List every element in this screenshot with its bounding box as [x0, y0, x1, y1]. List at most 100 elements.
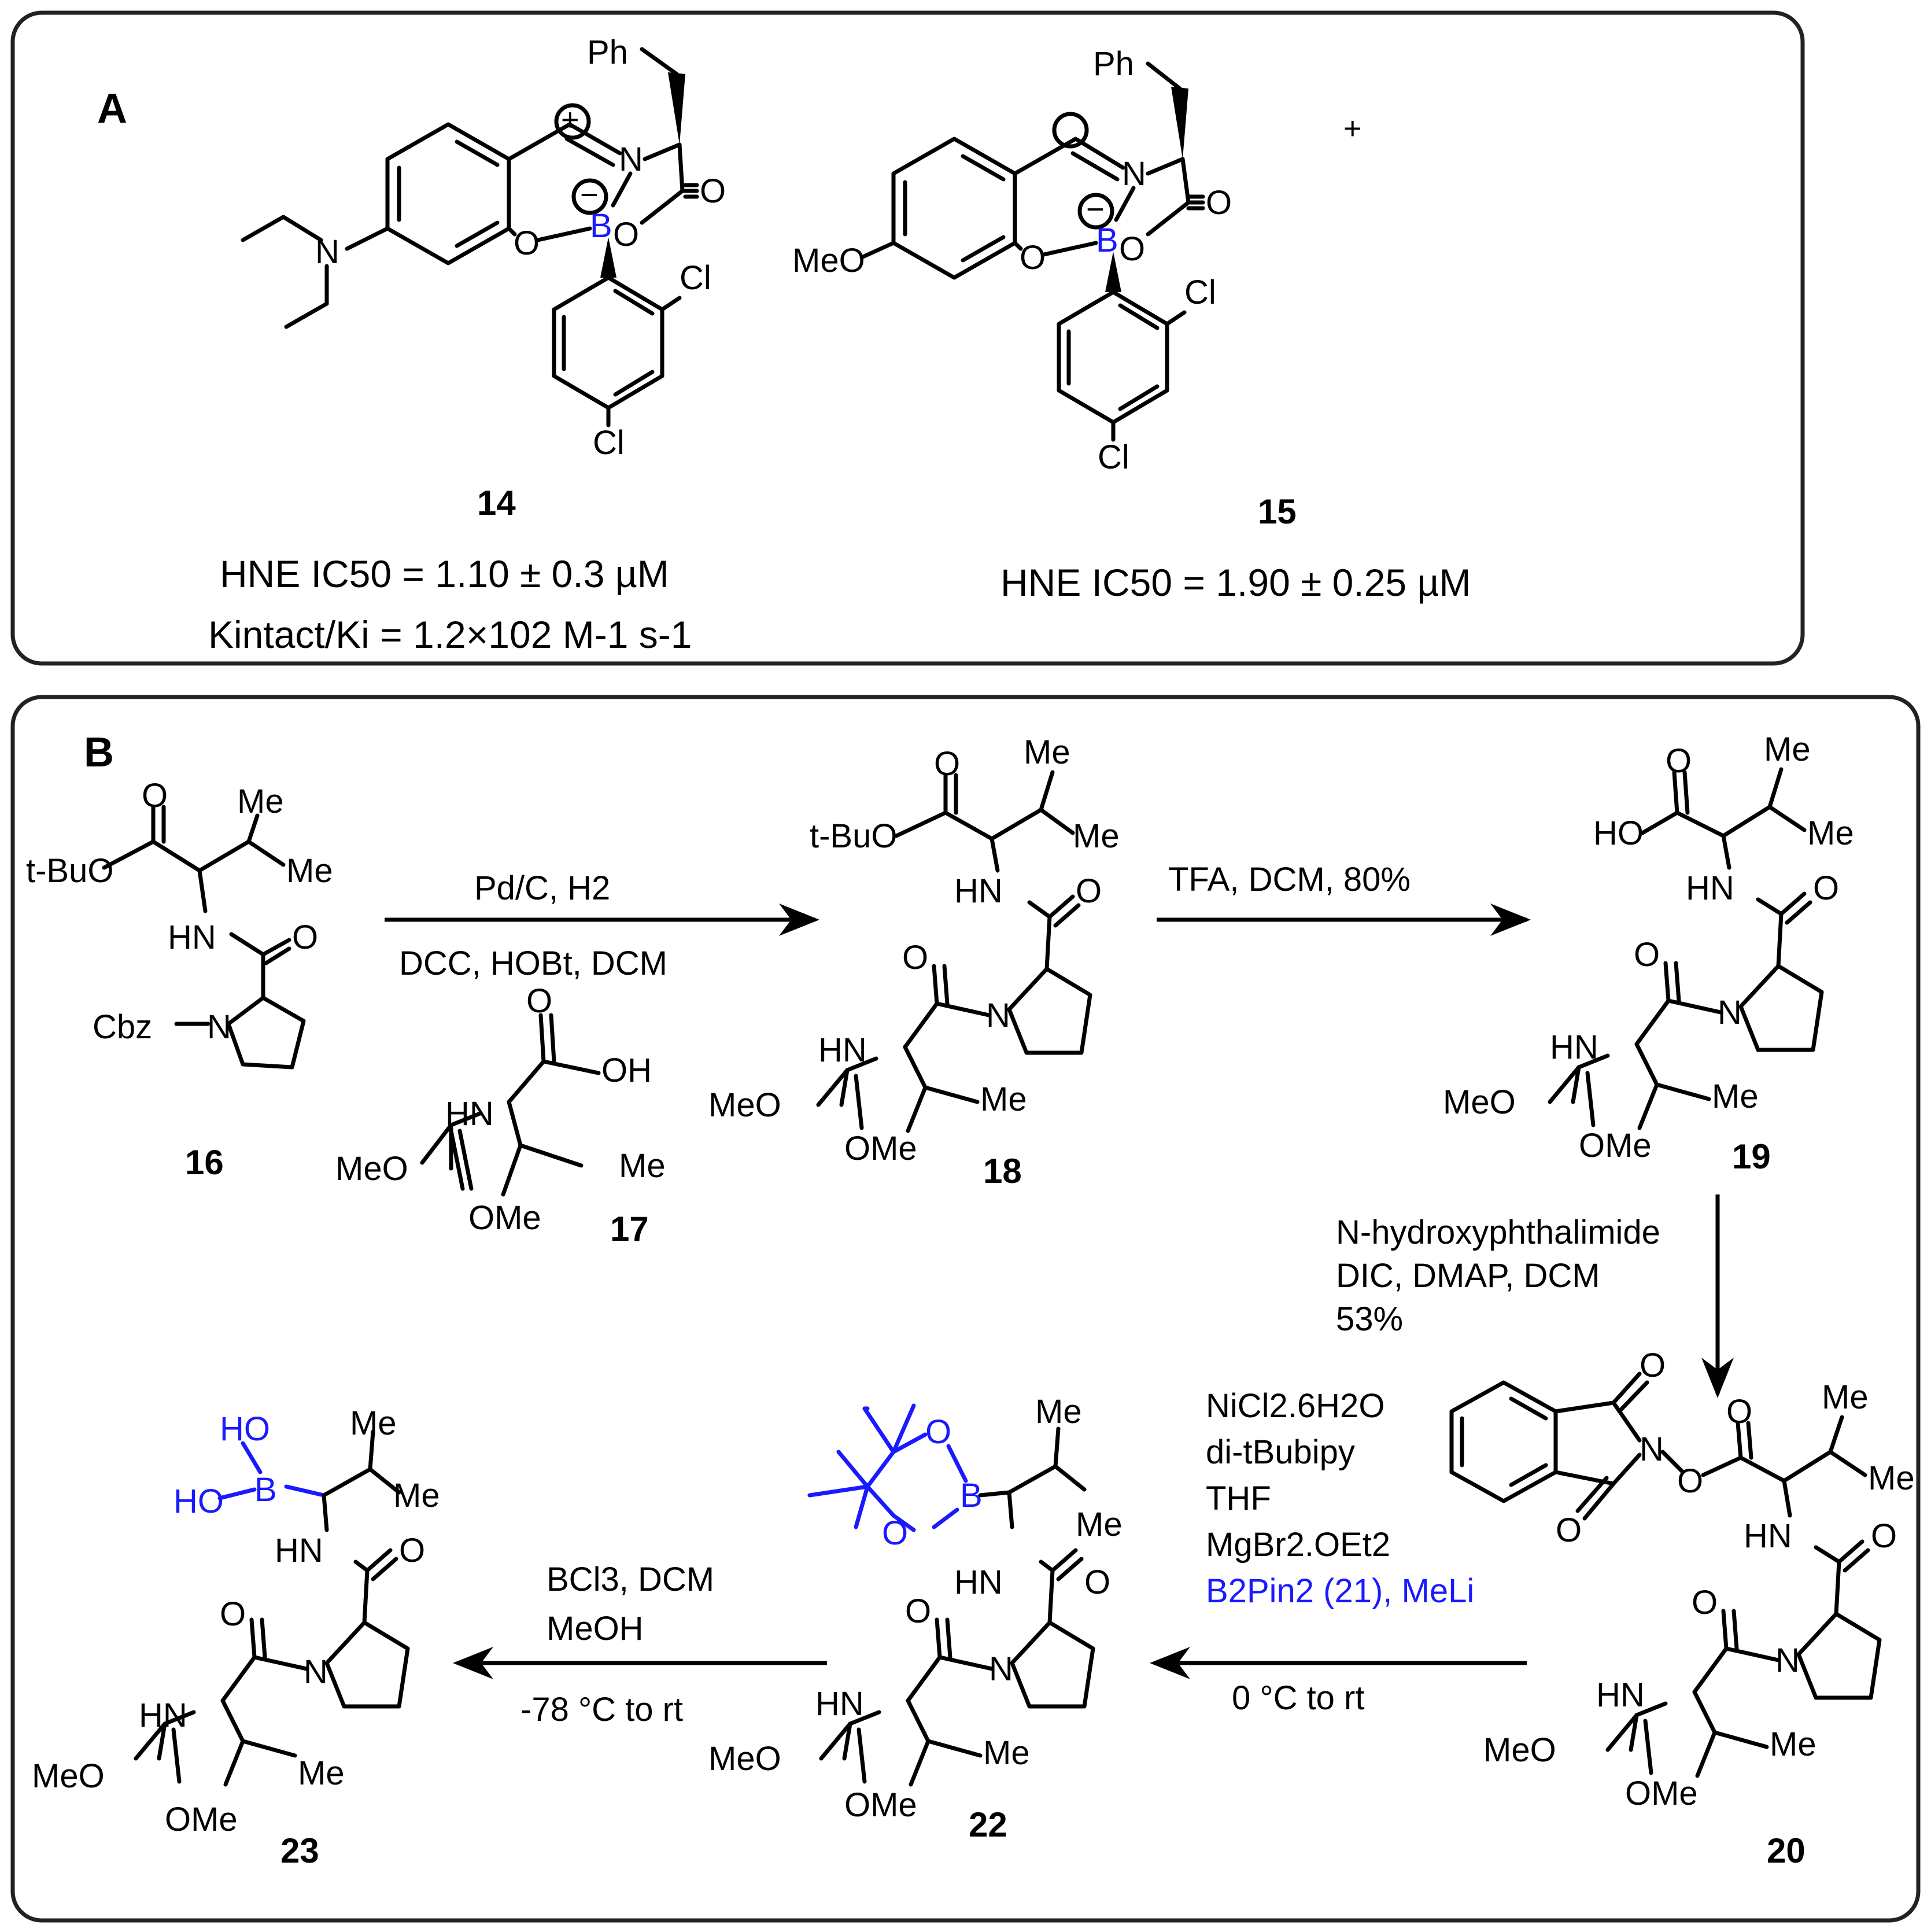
compound-14-number: 14: [477, 484, 516, 522]
compound-20-o-top: O: [1640, 1347, 1666, 1384]
compound-20-o-carbonyl: O: [1726, 1393, 1752, 1430]
compound-14-n-amine: N: [315, 233, 339, 271]
compound-23-number: 23: [280, 1831, 319, 1870]
compound-14-cl-bottom: Cl: [593, 424, 625, 462]
step4-reagent-3: THF: [1206, 1480, 1271, 1517]
compound-19-n: N: [1718, 994, 1742, 1031]
compound-19-me-top: Me: [1764, 731, 1811, 768]
step4-reagent-2: di-tBubipy: [1206, 1433, 1355, 1471]
compound-17-me: Me: [619, 1147, 666, 1185]
compound-14-cl-top: Cl: [680, 259, 711, 297]
compound-18-structure: [816, 770, 1092, 1133]
compound-15-ph: Ph: [1093, 45, 1134, 83]
step1-reagent-bottom: DCC, HOBt, DCM: [399, 945, 667, 982]
compound-19-amide-o: O: [1813, 869, 1839, 907]
compound-22-n: N: [989, 1650, 1013, 1688]
compound-15-carbonyl-o: O: [1206, 184, 1232, 222]
compound-22-hn: HN: [954, 1564, 1003, 1601]
compound-22-meo: MeO: [708, 1740, 781, 1778]
compound-17-ome: OMe: [468, 1199, 541, 1237]
compound-15-ic50: HNE IC50 = 1.90 ± 0.25 µM: [1000, 561, 1471, 604]
step2-reagent: TFA, DCM, 80%: [1168, 861, 1411, 898]
compound-15-number: 15: [1258, 492, 1297, 531]
compound-14-b: B: [590, 207, 612, 245]
compound-22-amide-o: O: [1084, 1564, 1110, 1601]
compound-20-me-top: Me: [1822, 1378, 1869, 1416]
compound-23-me-right: Me: [393, 1477, 440, 1514]
step5-reagent-1: BCl3, DCM: [547, 1561, 714, 1598]
compound-23-hn: HN: [275, 1532, 323, 1569]
compound-16-cbz: Cbz: [93, 1008, 152, 1046]
compound-19-ome: OMe: [1579, 1127, 1652, 1164]
compound-19-o-left: O: [1634, 936, 1660, 974]
compound-20-me-lower: Me: [1770, 1725, 1816, 1763]
compound-19-hn: HN: [1686, 869, 1734, 907]
compound-20-amide-o: O: [1871, 1517, 1897, 1555]
compound-20-me-right: Me: [1868, 1459, 1915, 1497]
compound-22-me-right: Me: [1076, 1506, 1123, 1543]
compound-16-amide-o: O: [292, 919, 318, 956]
compound-16-number: 16: [185, 1143, 224, 1182]
compound-14-carbonyl-o: O: [700, 172, 726, 210]
compound-16-carbonyl-o: O: [142, 777, 168, 814]
compound-15-ester-o: O: [1119, 230, 1145, 268]
compound-20-hn: HN: [1744, 1517, 1792, 1555]
compound-19-o-top: O: [1666, 742, 1692, 780]
step1-reagent-top: Pd/C, H2: [474, 869, 610, 907]
compound-19-meo: MeO: [1443, 1083, 1516, 1121]
compound-16-tbuo: t-BuO: [26, 852, 114, 890]
compound-23-amide-o: O: [399, 1532, 425, 1569]
compound-20-number: 20: [1767, 1831, 1806, 1870]
compound-14-ic50: HNE IC50 = 1.10 ± 0.3 µM: [220, 552, 669, 595]
compound-14-n: N: [619, 141, 643, 178]
compound-22-ome: OMe: [844, 1786, 917, 1824]
compound-22-hn-lower: HN: [815, 1685, 864, 1723]
compound-20-hn-lower: HN: [1596, 1676, 1645, 1714]
compound-23-me-top: Me: [350, 1404, 397, 1442]
compound-22-me-lower: Me: [983, 1734, 1030, 1772]
compound-15-plus: +: [1343, 111, 1362, 146]
compound-17-meo: MeO: [335, 1150, 408, 1188]
compound-18-me-lower: Me: [980, 1081, 1027, 1118]
compound-23-structure: [134, 1429, 410, 1787]
compound-22-me-top: Me: [1035, 1393, 1082, 1430]
compound-20-n-imide: N: [1640, 1430, 1664, 1468]
compound-17-number: 17: [610, 1210, 649, 1248]
compound-19-me-lower: Me: [1712, 1078, 1759, 1115]
compound-18-o-left: O: [902, 939, 928, 976]
compound-23-me-lower: Me: [298, 1754, 345, 1792]
compound-23-ho-top: HO: [220, 1410, 270, 1448]
compound-18-tbuo: t-BuO: [810, 817, 898, 855]
compound-18-n: N: [986, 997, 1010, 1034]
step4-reagent-6: 0 °C to rt: [1232, 1679, 1364, 1717]
compound-20-n: N: [1775, 1642, 1800, 1679]
compound-15-b: B: [1096, 222, 1118, 259]
compound-19-hn-lower: HN: [1550, 1028, 1598, 1066]
compound-18-me-right: Me: [1073, 817, 1120, 855]
compound-20-ome: OMe: [1625, 1775, 1698, 1812]
compound-22-o-left: O: [905, 1592, 931, 1630]
panel-a-frame: [10, 10, 1805, 666]
compound-20-structure: [1449, 1371, 1882, 1778]
compound-20-o-bottom: O: [1556, 1511, 1582, 1549]
compound-19-me-right: Me: [1807, 814, 1854, 852]
panel-b-label: B: [84, 729, 114, 776]
compound-16-structure: [102, 805, 306, 1070]
compound-22-number: 22: [969, 1805, 1007, 1844]
compound-16-me-top: Me: [237, 783, 284, 820]
compound-18-o-top: O: [934, 745, 960, 783]
compound-22-structure: [807, 1403, 1095, 1787]
compound-23-hn-lower: HN: [139, 1697, 187, 1734]
compound-16-hn: HN: [168, 919, 216, 956]
compound-23-o-left: O: [220, 1595, 246, 1633]
compound-14-kinact: Kintact/Ki = 1.2×102 M-1 s-1: [208, 613, 692, 656]
compound-23-n: N: [304, 1653, 328, 1691]
compound-17-oh: OH: [601, 1052, 652, 1089]
step3-reagent-3: 53%: [1336, 1300, 1403, 1338]
compound-23-b: B: [254, 1471, 277, 1509]
step3-reagent-2: DIC, DMAP, DCM: [1336, 1257, 1600, 1295]
step5-reagent-2: MeOH: [547, 1610, 644, 1647]
compound-23-meo: MeO: [32, 1757, 105, 1795]
compound-14-ester-o: O: [613, 216, 639, 253]
